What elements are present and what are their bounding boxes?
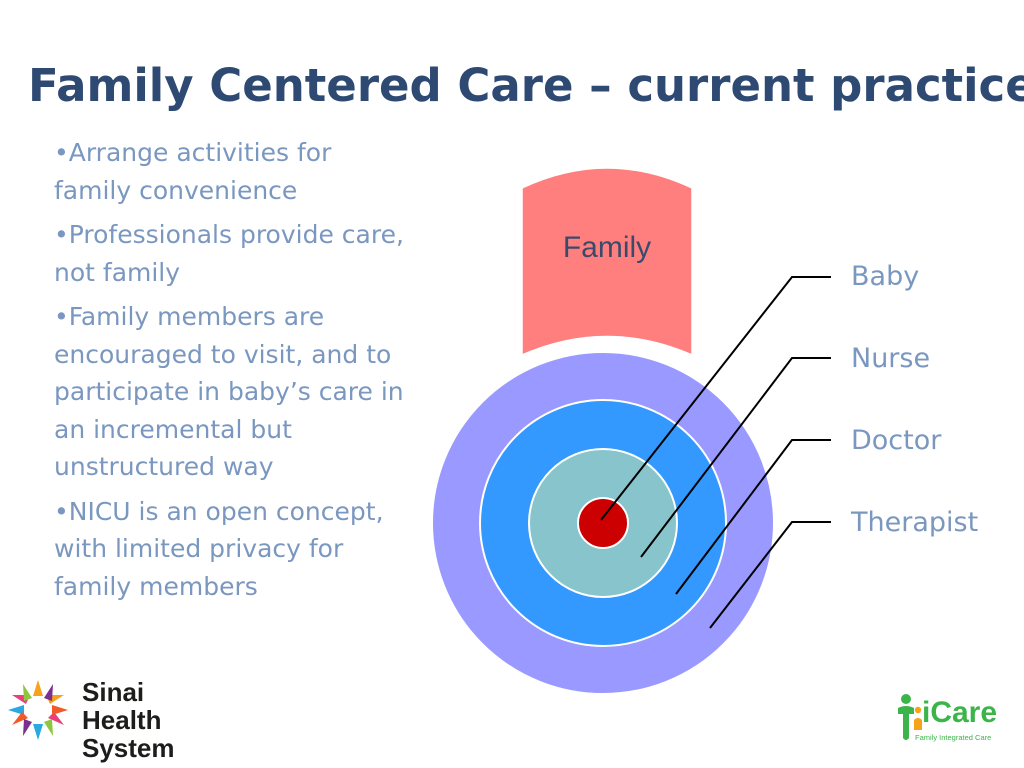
sinai-logo-line: Health (82, 705, 162, 735)
icare-logo-word: iCare (922, 696, 998, 729)
bullet-item: •Professionals provide care, not family (54, 220, 404, 287)
label-baby: Baby (851, 261, 920, 292)
slide-title: Family Centered Care – current practice (28, 59, 1024, 112)
icare-logo-mark (898, 694, 922, 740)
bullet-item: •Arrange activities for family convenien… (54, 138, 332, 205)
bullet-item: •NICU is an open concept, with limited p… (54, 496, 384, 601)
leader-line-doctor (675, 439, 831, 595)
label-therapist: Therapist (851, 507, 979, 538)
sinai-logo-line: System (82, 733, 175, 763)
ring-baby (577, 497, 629, 549)
sinai-logo-text: Sinai Health System (82, 678, 175, 762)
sinai-logo-mark (8, 680, 68, 740)
leader-line-baby (600, 276, 831, 521)
family-label: Family (562, 231, 652, 264)
icare-logo-tagline: Family Integrated Care (915, 733, 992, 742)
family-cylinder (521, 167, 693, 357)
leader-line-nurse (640, 357, 831, 558)
sinai-logo-line: Sinai (82, 677, 145, 707)
label-doctor: Doctor (851, 425, 942, 456)
bullet-item: •Family members are encouraged to visit,… (54, 302, 404, 481)
label-nurse: Nurse (851, 343, 931, 374)
bullet-list: •Arrange activities for family convenien… (54, 134, 414, 612)
leader-line-therapist (709, 521, 831, 629)
